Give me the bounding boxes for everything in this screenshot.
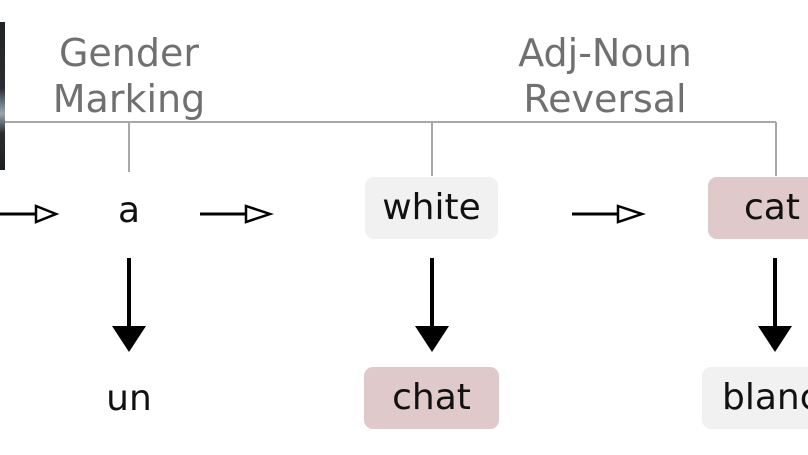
translation-arrow-white-chat (415, 258, 449, 352)
target-token-chat: chat (364, 367, 499, 429)
adj-noun-reversal-label: Adj-Noun Reversal (500, 30, 710, 122)
source-token-cat: cat (708, 177, 808, 239)
sequence-arrow-white-to-cat (572, 204, 646, 224)
sequence-arrow-into-a (0, 204, 60, 224)
adj-noun-line-2: Reversal (523, 77, 687, 121)
source-token-white: white (365, 177, 498, 239)
cropped-image-edge (0, 22, 5, 170)
gender-marking-line-1: Gender (58, 31, 200, 75)
gender-marking-line-2: Marking (52, 77, 206, 121)
sequence-arrow-a-to-white (200, 204, 274, 224)
adj-noun-line-1: Adj-Noun (518, 31, 692, 75)
source-token-a: a (117, 190, 141, 231)
gender-marking-label: Gender Marking (49, 30, 209, 122)
target-token-un: un (106, 378, 152, 419)
target-token-blanc: blanc (702, 367, 808, 429)
translation-arrow-cat-blanc (758, 258, 792, 352)
translation-arrow-a-un (112, 258, 146, 352)
